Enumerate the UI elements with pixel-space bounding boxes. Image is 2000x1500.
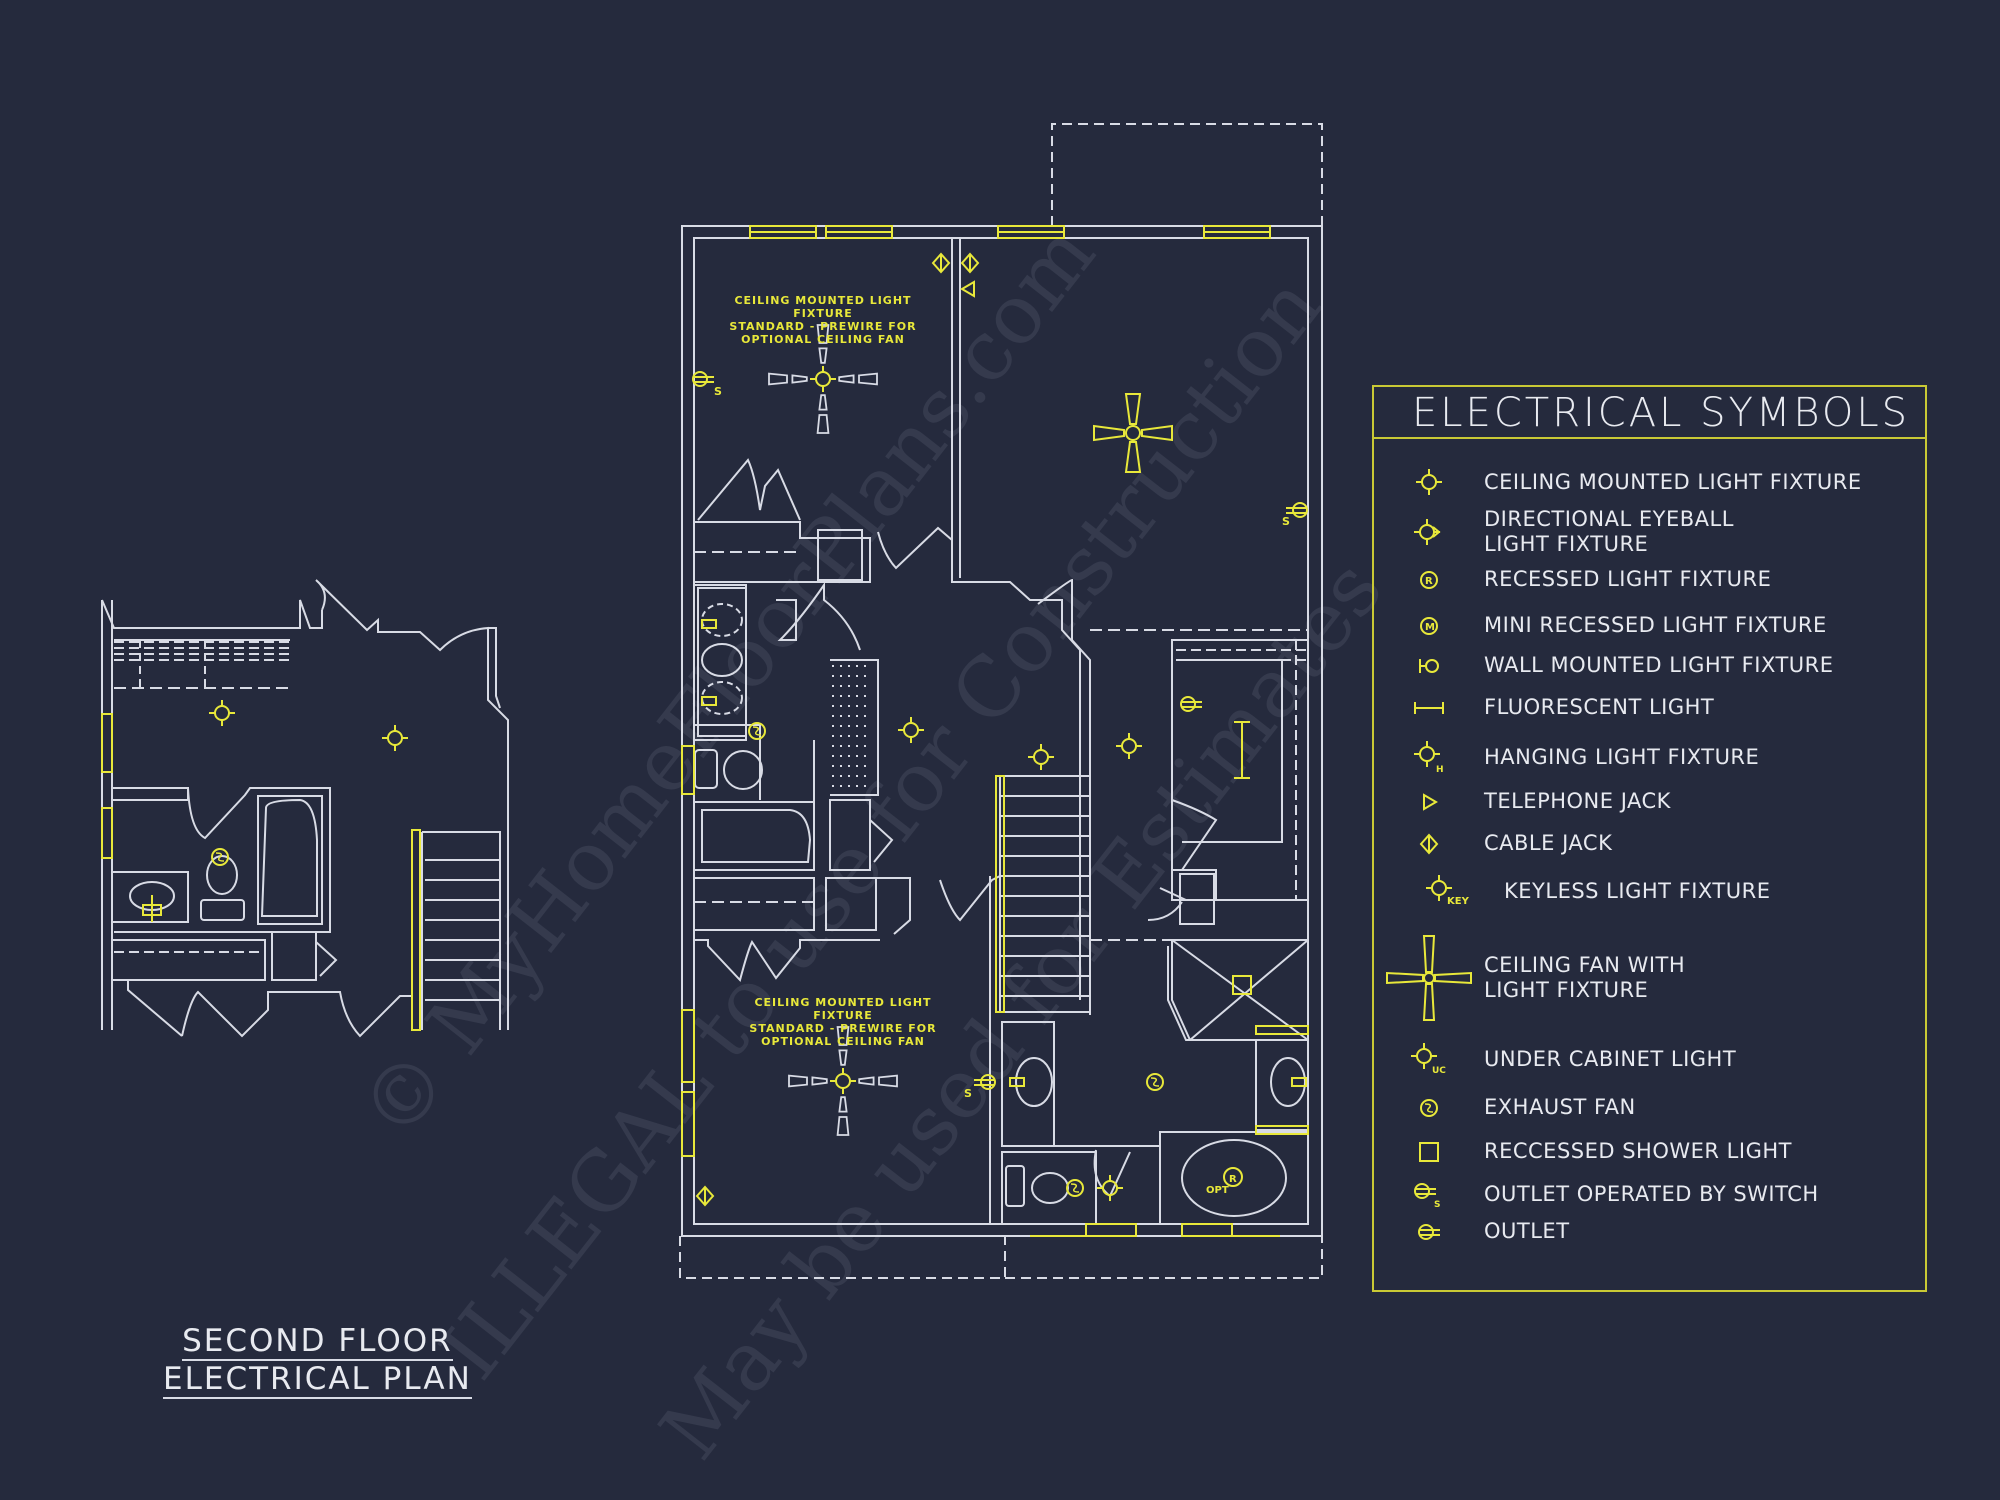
- legend-item-telephone-jack: TELEPHONE JACK: [1374, 789, 1925, 814]
- plan-title-line-2: ELECTRICAL PLAN: [163, 1361, 472, 1399]
- legend-item-recessed-light: R RECESSED LIGHT FIXTURE: [1374, 567, 1925, 592]
- eyeball-light-icon: [1374, 517, 1484, 547]
- legend-item-switched-outlet: S OUTLET OPERATED BY SWITCH: [1374, 1179, 1925, 1209]
- legend-item-exhaust-fan: EXHAUST FAN: [1374, 1095, 1925, 1120]
- svg-text:S: S: [964, 1087, 972, 1100]
- svg-text:UC: UC: [1432, 1066, 1446, 1076]
- under-cabinet-light-icon: UC: [1374, 1041, 1484, 1077]
- legend-item-shower-light: RECCESSED SHOWER LIGHT: [1374, 1139, 1925, 1164]
- cable-jack-icon: [1374, 833, 1484, 855]
- ceiling-fan-light-icon: [1374, 935, 1484, 1021]
- switched-outlet-icon: S: [1374, 1179, 1484, 1209]
- legend-item-ceiling-light: CEILING MOUNTED LIGHT FIXTURE: [1374, 467, 1925, 497]
- mini-recessed-light-icon: M: [1374, 614, 1484, 638]
- keyless-light-icon: KEY: [1374, 873, 1504, 909]
- legend-item-ceiling-fan-light: CEILING FAN WITH LIGHT FIXTURE: [1374, 935, 1925, 1021]
- legend-item-cable-jack: CABLE JACK: [1374, 831, 1925, 856]
- wall-light-icon: [1374, 655, 1484, 677]
- svg-text:S: S: [714, 385, 722, 398]
- exhaust-fan-icon: [1374, 1097, 1484, 1119]
- svg-text:S: S: [1282, 515, 1290, 528]
- svg-text:H: H: [1436, 765, 1444, 775]
- svg-text:M: M: [1425, 622, 1435, 633]
- hanging-light-icon: H: [1374, 739, 1484, 775]
- legend-item-mini-recessed-light: M MINI RECESSED LIGHT FIXTURE: [1374, 613, 1925, 638]
- legend-item-under-cabinet-light: UC UNDER CABINET LIGHT: [1374, 1041, 1925, 1077]
- legend-item-wall-light: WALL MOUNTED LIGHT FIXTURE: [1374, 653, 1925, 678]
- plan-title: SECOND FLOOR ELECTRICAL PLAN: [163, 1323, 472, 1399]
- legend-item-hanging-light: H HANGING LIGHT FIXTURE: [1374, 739, 1925, 775]
- svg-text:KEY: KEY: [1447, 896, 1470, 907]
- outlet-icon: [1374, 1222, 1484, 1242]
- svg-text:R: R: [1229, 1174, 1237, 1185]
- recessed-light-icon: R: [1374, 568, 1484, 592]
- telephone-jack-icon: [1374, 792, 1484, 812]
- svg-text:R: R: [1425, 576, 1433, 587]
- legend-item-eyeball-light: DIRECTIONAL EYEBALL LIGHT FIXTURE: [1374, 507, 1925, 557]
- electrical-symbols-legend: ELECTRICAL SYMBOLS CEILING MOUNTED LIGHT…: [1372, 385, 1927, 1292]
- svg-text:S: S: [1434, 1200, 1440, 1209]
- fluorescent-light-icon: [1374, 700, 1484, 716]
- legend-title: ELECTRICAL SYMBOLS: [1374, 387, 1925, 439]
- plan-title-line-1: SECOND FLOOR: [182, 1323, 453, 1361]
- lower-bedroom-fan-note: CEILING MOUNTED LIGHT FIXTURE STANDARD -…: [749, 996, 937, 1048]
- legend-item-outlet: OUTLET: [1374, 1219, 1925, 1244]
- tub-opt-label: OPT: [1206, 1185, 1229, 1196]
- ceiling-light-icon: [1374, 467, 1484, 497]
- legend-item-keyless-light: KEY KEYLESS LIGHT FIXTURE: [1374, 873, 1925, 909]
- shower-light-icon: [1374, 1141, 1484, 1163]
- upper-bedroom-fan-note: CEILING MOUNTED LIGHT FIXTURE STANDARD -…: [729, 294, 917, 346]
- legend-item-fluorescent-light: FLUORESCENT LIGHT: [1374, 695, 1925, 720]
